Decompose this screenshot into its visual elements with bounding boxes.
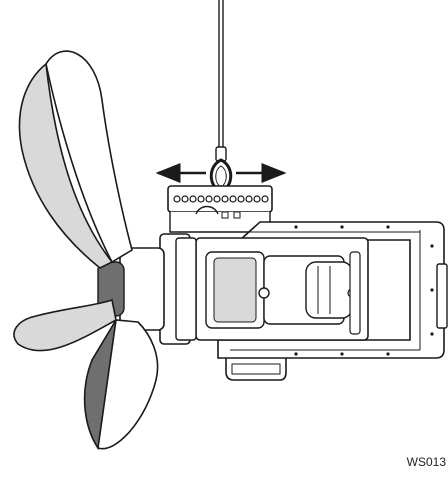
lifting-wire: [215, 0, 227, 162]
motor-housing: [195, 237, 369, 341]
figure-code: WS013: [407, 455, 447, 469]
mounting-frame: [217, 221, 448, 381]
lifting-bracket: [167, 185, 273, 233]
propeller-blades: [13, 50, 159, 451]
